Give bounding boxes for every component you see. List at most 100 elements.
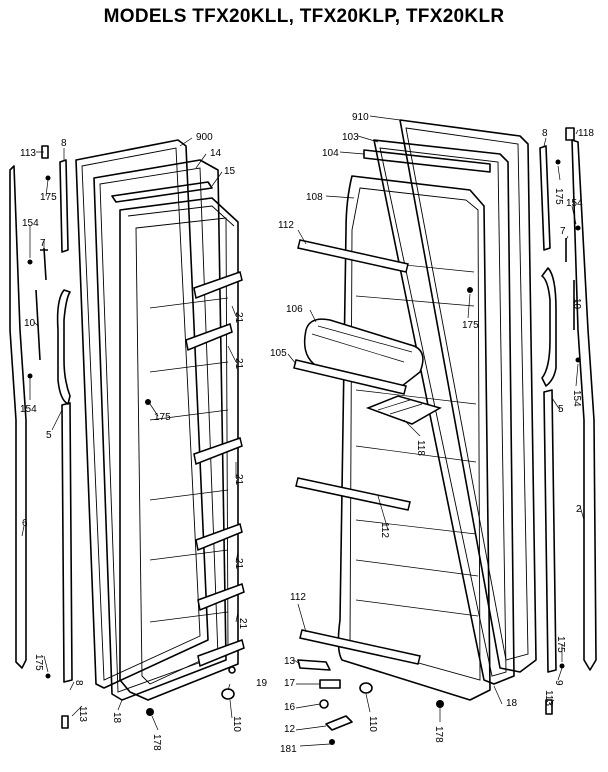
callout-7: 7: [40, 238, 46, 249]
callout-181: 181: [280, 744, 297, 755]
pin-154-left: [27, 259, 33, 265]
callout-900: 900: [196, 132, 213, 143]
egg-tray: [365, 395, 442, 425]
callout-175: 175: [154, 412, 171, 423]
left-lower-strip: [61, 402, 73, 683]
callout-178: 178: [151, 734, 162, 751]
callout-154: 154: [571, 390, 582, 407]
egg-tray-detail: [377, 399, 423, 415]
right-lower-strip: [543, 389, 557, 673]
door-shelf: [193, 437, 243, 466]
right-door-outer: [399, 119, 537, 673]
screw-175-left: [45, 175, 51, 181]
callout-6: 6: [22, 518, 28, 529]
left-door-outer-inner: [81, 147, 201, 681]
cap-178-right: [436, 700, 444, 708]
right-door-gasket-inner: [379, 147, 507, 677]
door-shelf-112: [295, 477, 411, 511]
callout-21: 21: [233, 474, 244, 486]
cap-178-left: [146, 708, 154, 716]
callout-175: 175: [553, 188, 564, 205]
hinge-bracket-13: [297, 659, 331, 671]
page-title: MODELS TFX20KLL, TFX20KLP, TFX20KLR: [103, 6, 505, 27]
right-door-assembly: 910 103 104 8 118 175 154 108 112 106 17…: [270, 112, 597, 755]
callout-110: 110: [231, 716, 242, 732]
callout-112: 112: [278, 220, 294, 231]
callout-21: 21: [233, 558, 244, 570]
callout-18: 18: [506, 698, 518, 709]
callout-113: 113: [543, 690, 554, 706]
callout-154: 154: [22, 218, 39, 229]
screw-175-top-right: [555, 159, 561, 165]
left-door-liner: [119, 197, 239, 701]
right-leaders: [287, 115, 585, 747]
door-shelf-105: [293, 359, 407, 395]
callout-154: 154: [566, 198, 583, 209]
callout-21: 21: [237, 618, 248, 630]
screw-113-bottom-right: [545, 699, 553, 715]
callout-8: 8: [542, 128, 548, 139]
right-trim-strip: [571, 139, 597, 671]
door-shelf: [185, 323, 233, 352]
callout-10: 10: [571, 298, 582, 310]
left-trim-strip: [9, 165, 27, 669]
callout-21: 21: [233, 358, 244, 370]
right-door-liner: [337, 175, 491, 701]
callout-13: 13: [284, 656, 296, 667]
callout-16: 16: [284, 702, 296, 713]
left-door-gasket: [93, 159, 227, 701]
callout-110: 110: [367, 716, 378, 732]
callout-104: 104: [322, 148, 339, 159]
callout-7: 7: [560, 226, 566, 237]
screw-175-liner: [467, 287, 473, 293]
callout-17: 17: [284, 678, 296, 689]
roller-110-right: [359, 682, 373, 694]
callout-112: 112: [290, 592, 306, 603]
callout-103: 103: [342, 132, 359, 143]
left-top-strip: [59, 159, 69, 253]
left-door-liner-inner: [135, 217, 229, 685]
callout-910: 910: [352, 112, 369, 123]
callout-8: 8: [73, 680, 84, 686]
callout-21: 21: [233, 312, 244, 324]
callout-14: 14: [210, 148, 222, 159]
door-shelf: [193, 271, 243, 300]
callout-105: 105: [270, 348, 287, 359]
screw-181: [329, 739, 335, 745]
bracket-17: [319, 679, 341, 689]
callout-154: 154: [20, 404, 37, 415]
screw-113-bottom-left: [61, 715, 69, 729]
left-leaders: [21, 137, 239, 731]
left-door-gasket-inner: [99, 167, 219, 693]
left-breaker-strip: [111, 181, 213, 203]
callout-175: 175: [33, 654, 44, 671]
callout-108: 108: [306, 192, 323, 203]
callout-175: 175: [462, 320, 479, 331]
callout-106: 106: [286, 304, 303, 315]
callout-15: 15: [224, 166, 236, 177]
pin-10-left: [35, 289, 41, 361]
pin-154b-left: [27, 373, 33, 379]
pin-19-left: [228, 666, 236, 674]
callout-12: 12: [284, 724, 296, 735]
callout-113: 113: [20, 148, 36, 159]
callout-175: 175: [555, 636, 566, 653]
left-door-assembly: 113 8 900 14 15 175 154 7 10 154 5 175 2…: [9, 132, 268, 751]
screw-175-bottom-right: [559, 663, 565, 669]
left-door-shelves: [185, 271, 245, 668]
right-handle: [541, 267, 557, 387]
dairy-compartment-line: [311, 325, 413, 363]
hinge-7-left: [40, 247, 48, 281]
right-top-strip: [539, 145, 551, 251]
callout-5: 5: [558, 404, 564, 415]
callout-118: 118: [415, 440, 426, 456]
bushing-16: [319, 699, 329, 709]
door-shelf-112: [299, 629, 421, 665]
roller-110-left: [221, 688, 235, 700]
callout-10: 10: [24, 318, 36, 329]
hinge-12: [325, 715, 353, 731]
callout-118: 118: [578, 128, 594, 139]
right-door-gasket: [373, 139, 515, 685]
